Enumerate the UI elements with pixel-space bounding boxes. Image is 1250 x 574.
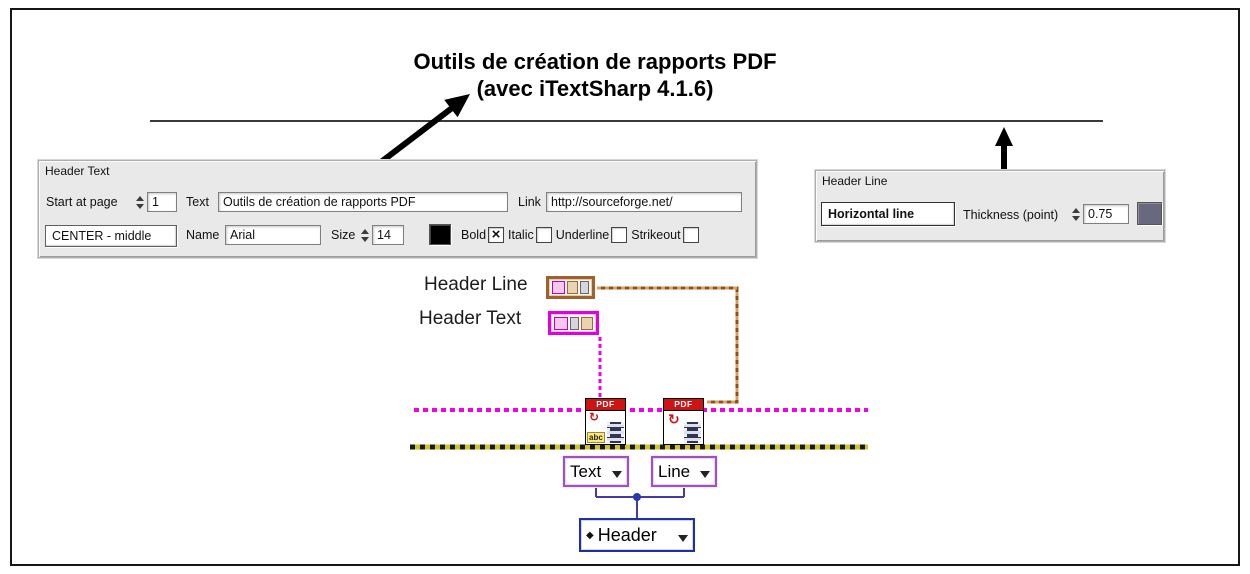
spin-up-icon[interactable] [1072, 207, 1080, 213]
strikeout-label: Strikeout [631, 228, 681, 242]
text-label: Text [186, 195, 209, 209]
header-line-panel: Header Line Horizontal line Thickness (p… [815, 170, 1165, 242]
start-at-page-spinner[interactable] [135, 193, 145, 211]
cluster-element-icon [566, 281, 578, 294]
wire-header-line-cluster [597, 286, 739, 404]
header-text-cluster-constant[interactable] [548, 311, 599, 335]
spin-down-icon[interactable] [1072, 215, 1080, 221]
text-enum-constant[interactable]: Text [563, 456, 629, 487]
thickness-input[interactable]: 0.75 [1083, 204, 1129, 224]
pdf-set-header-line-vi[interactable]: PDF ↻ [663, 398, 704, 445]
link-input[interactable]: http://sourceforge.net/ [546, 192, 742, 212]
page-border [10, 8, 1240, 566]
spin-down-icon[interactable] [361, 236, 369, 242]
underline-label: Underline [555, 228, 610, 242]
wire-enum-junction [595, 486, 685, 519]
font-size-spinner[interactable] [360, 226, 370, 244]
cluster-element-icon [579, 281, 589, 294]
page-title-line2: (avec iTextSharp 4.1.6) [476, 76, 714, 101]
diagram-header-text-label: Header Text [419, 308, 522, 329]
text-input[interactable]: Outils de création de rapports PDF [218, 192, 508, 212]
dropdown-arrow-icon[interactable] [612, 471, 622, 478]
font-name-input[interactable]: Arial [225, 225, 321, 245]
header-line-cluster-constant[interactable] [546, 276, 595, 299]
title-separator-line [150, 120, 1103, 122]
pdf-banner: PDF [586, 399, 625, 411]
header-line-panel-title: Header Line [822, 174, 888, 188]
cluster-element-icon [581, 316, 593, 330]
line-type-dropdown[interactable]: Horizontal line [821, 202, 955, 226]
header-enum-value: Header [597, 524, 657, 545]
spin-down-icon[interactable] [136, 203, 144, 209]
underline-checkbox[interactable] [611, 227, 628, 243]
pdf-set-header-text-vi[interactable]: PDF ↻ abc [585, 398, 626, 445]
cluster-element-icon [569, 316, 580, 330]
film-strip-icon [684, 422, 701, 443]
thickness-spinner[interactable] [1071, 205, 1081, 223]
pdf-banner: PDF [664, 399, 703, 411]
abc-text-icon: abc [587, 432, 605, 443]
cluster-element-icon [552, 281, 565, 294]
font-name-label: Name [186, 228, 220, 242]
spin-up-icon[interactable] [136, 195, 144, 201]
start-at-page-label: Start at page [46, 195, 118, 209]
header-enum-constant[interactable]: ◆ Header [579, 518, 695, 552]
page-title-line1: Outils de création de rapports PDF [413, 49, 777, 74]
text-enum-value: Text [570, 461, 602, 481]
film-strip-icon [607, 422, 624, 443]
italic-checkbox[interactable] [535, 227, 552, 243]
font-size-input[interactable]: 14 [372, 225, 404, 245]
italic-label: Italic [508, 228, 534, 242]
font-color-swatch[interactable] [429, 224, 451, 245]
link-label: Link [518, 195, 541, 209]
diagram-header-line-label: Header Line [424, 274, 528, 295]
strikeout-checkbox[interactable] [682, 227, 699, 243]
bold-label: Bold [461, 228, 487, 242]
page-title: Outils de création de rapports PDF (avec… [145, 48, 1045, 102]
dropdown-arrow-icon[interactable] [678, 534, 688, 542]
wire-junction-dot [633, 493, 641, 501]
thickness-label: Thickness (point) [963, 208, 1059, 222]
cluster-element-icon [554, 316, 568, 330]
spin-up-icon[interactable] [361, 228, 369, 234]
convert-arrow-icon: ↻ [668, 411, 680, 427]
convert-arrow-icon: ↻ [589, 410, 600, 424]
line-enum-value: Line [658, 461, 691, 481]
line-enum-constant[interactable]: Line [651, 456, 717, 487]
line-color-swatch[interactable] [1137, 202, 1162, 225]
header-text-panel: Header Text Start at page 1 Text Outils … [38, 160, 757, 258]
alignment-dropdown[interactable]: CENTER - middle [45, 225, 177, 247]
start-at-page-input[interactable]: 1 [147, 192, 177, 212]
header-text-panel-title: Header Text [45, 164, 110, 178]
font-style-checkboxes: Bold × Italic Underline Strikeout [461, 224, 703, 246]
enum-selector-icon: ◆ [586, 529, 594, 541]
font-size-label: Size [331, 228, 356, 242]
dropdown-arrow-icon[interactable] [700, 471, 710, 478]
bold-checkbox[interactable]: × [488, 227, 505, 243]
